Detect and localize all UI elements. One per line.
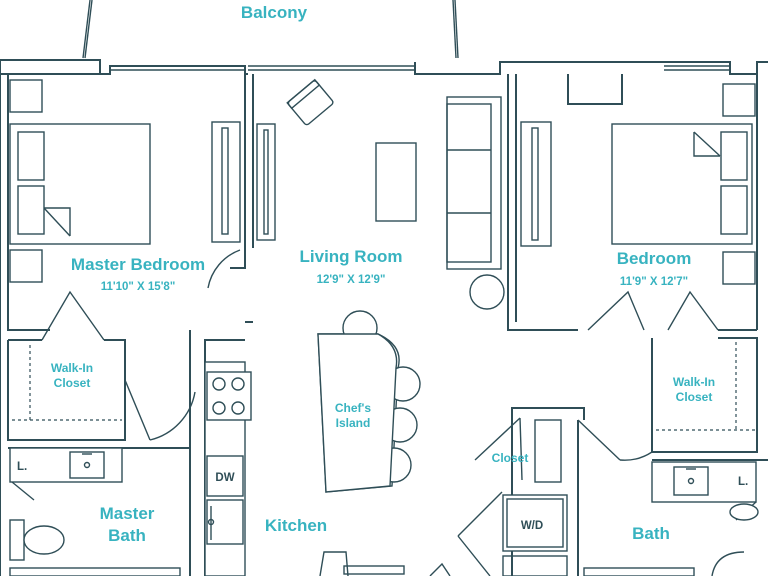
walk-in-closet-left-line1: Walk-In — [51, 361, 93, 375]
nightstand — [9, 249, 43, 283]
dresser — [520, 121, 552, 247]
dresser — [211, 121, 241, 243]
balcony-label: Balcony — [241, 3, 308, 22]
nightstand — [9, 79, 43, 113]
walk-in-closet-left-line2: Closet — [54, 376, 91, 390]
stove — [206, 371, 252, 421]
living-room-dims: 12'9" X 12'9" — [317, 274, 386, 286]
bedroom: Bedroom 11'9" X 12'7" — [507, 74, 757, 331]
kitchen-sink — [206, 499, 244, 545]
bath-sink — [673, 466, 709, 496]
bedroom-dims: 11'9" X 12'7" — [620, 276, 688, 288]
master-bedroom: Master Bedroom 11'10" X 15'8" — [7, 74, 254, 331]
kitchen: DW Kitchen — [204, 339, 451, 576]
side-table — [469, 274, 505, 310]
linen-right-label: L. — [738, 476, 748, 488]
kitchen-label: Kitchen — [265, 516, 327, 535]
closet-label: Closet — [492, 451, 529, 465]
dishwasher — [206, 455, 244, 497]
chefs-island-line2: Island — [336, 416, 371, 430]
bedroom-label: Bedroom — [617, 249, 692, 268]
living-room: Living Room 12'9" X 12'9" — [256, 78, 505, 310]
master-sink — [69, 451, 105, 479]
master-bath-line2: Bath — [108, 526, 146, 545]
washer-dryer — [502, 494, 568, 552]
master-bath-line1: Master — [100, 504, 155, 523]
closet-shelf — [534, 419, 562, 483]
dishwasher-label: DW — [215, 472, 234, 484]
armchair — [286, 78, 334, 126]
bath-label: Bath — [632, 524, 670, 543]
coffee-table — [375, 142, 417, 222]
nightstand — [722, 251, 756, 285]
sofa — [446, 96, 502, 270]
toilet — [23, 525, 65, 555]
washer-dryer-label: W/D — [521, 520, 543, 532]
toilet — [729, 503, 759, 521]
walk-in-closet-right-line2: Closet — [676, 390, 713, 404]
bath: L. Bath — [577, 419, 768, 576]
walk-in-closet-right-line1: Walk-In — [673, 375, 715, 389]
hall-closet: Closet W/D — [457, 407, 585, 576]
tv-console — [256, 123, 276, 241]
chefs-island-line1: Chef's — [335, 401, 372, 415]
master-bath: L. Master Bath — [8, 447, 190, 576]
walk-in-closet-right: Walk-In Closet — [587, 290, 758, 453]
exterior-walls — [0, 59, 768, 576]
balcony-area: Balcony — [82, 0, 459, 59]
toilet-tank — [9, 519, 25, 561]
master-bedroom-dims: 11'10" X 15'8" — [101, 281, 176, 293]
living-room-label: Living Room — [300, 247, 403, 266]
walk-in-closet-left: Walk-In Closet — [7, 290, 196, 576]
master-bedroom-label: Master Bedroom — [71, 255, 205, 274]
nightstand — [722, 83, 756, 117]
chefs-island: Chef's Island — [317, 310, 421, 493]
linen-left-label: L. — [17, 461, 27, 473]
